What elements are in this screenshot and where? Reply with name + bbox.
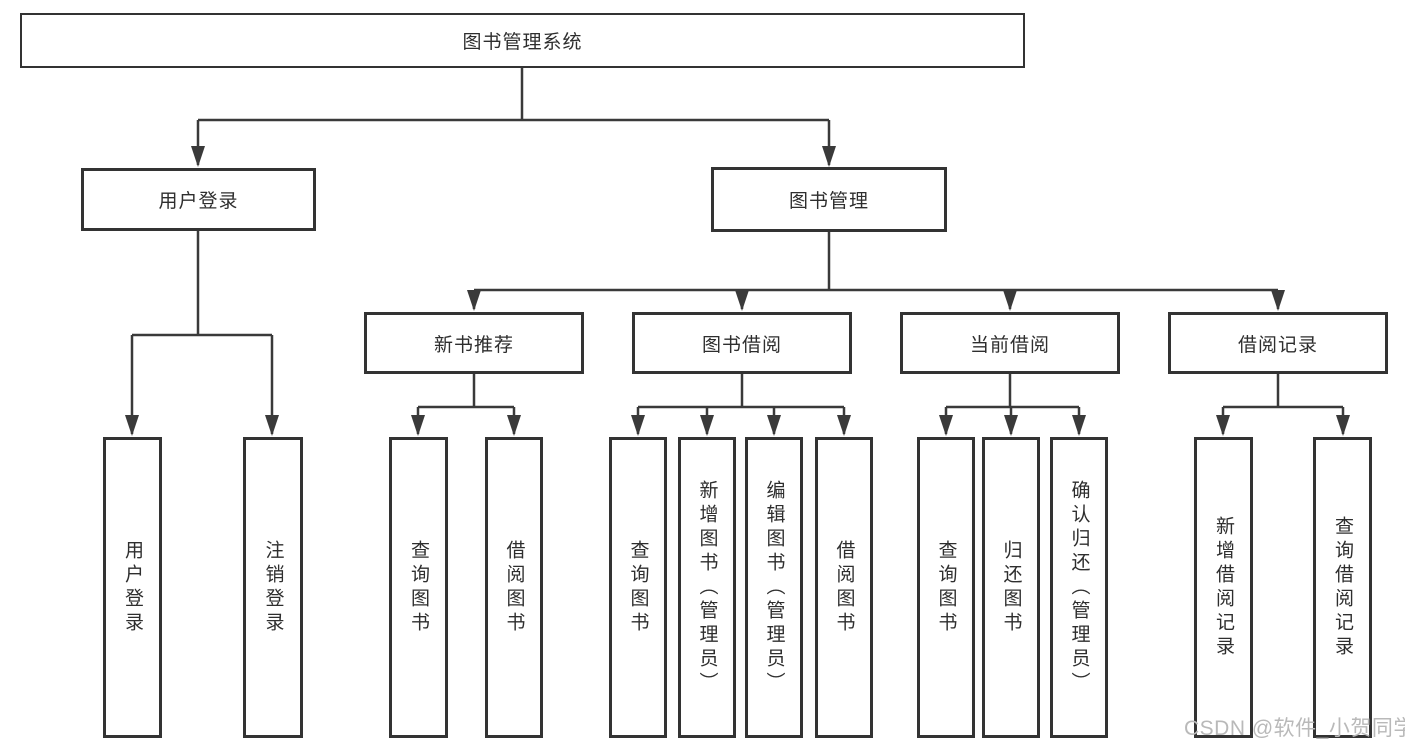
arrowheads	[125, 146, 1350, 436]
leaf-borrowing-query-book: 查询图书	[609, 437, 667, 738]
node-current-borrowing: 当前借阅	[900, 312, 1120, 374]
leaf-user-login: 用户登录	[103, 437, 162, 738]
csdn-watermark: CSDN @软件_小贺同学	[1184, 717, 1405, 740]
node-user-login: 用户登录	[81, 168, 316, 231]
node-new-book-recommend: 新书推荐	[364, 312, 584, 374]
leaf-current-query-book: 查询图书	[917, 437, 975, 738]
leaf-recommend-borrow-book: 借阅图书	[485, 437, 543, 738]
leaf-current-confirm-return-admin: 确认归还（管理员）	[1050, 437, 1108, 738]
leaf-borrowing-add-book-admin: 新增图书（管理员）	[678, 437, 736, 738]
node-book-management: 图书管理	[711, 167, 947, 232]
leaf-current-return-book: 归还图书	[982, 437, 1040, 738]
leaf-logout: 注销登录	[243, 437, 303, 738]
leaf-recommend-query-book: 查询图书	[389, 437, 448, 738]
leaf-records-add-record: 新增借阅记录	[1194, 437, 1253, 738]
node-borrowing-records: 借阅记录	[1168, 312, 1388, 374]
leaf-borrowing-edit-book-admin: 编辑图书（管理员）	[745, 437, 803, 738]
leaf-records-query-record: 查询借阅记录	[1313, 437, 1372, 738]
node-root-system: 图书管理系统	[20, 13, 1025, 68]
leaf-borrowing-borrow-book: 借阅图书	[815, 437, 873, 738]
node-book-borrowing: 图书借阅	[632, 312, 852, 374]
